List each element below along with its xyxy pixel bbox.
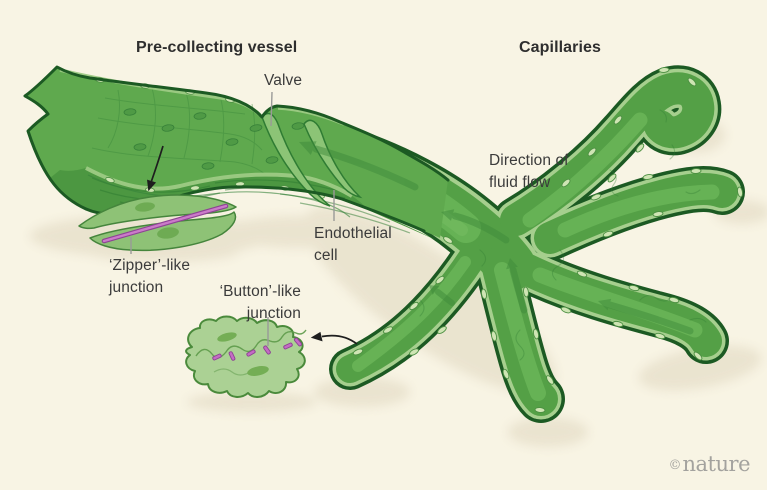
leader-lines <box>130 91 335 346</box>
button-leader-arrow <box>310 331 358 345</box>
copyright-symbol: © <box>668 458 682 473</box>
title-capillaries: Capillaries <box>519 39 602 56</box>
label-endothelial-cell: Endothelial cell <box>314 225 392 264</box>
flow-arrow <box>506 258 528 314</box>
button-junction-buttons <box>212 337 302 361</box>
lumen-cell-borders <box>91 87 267 176</box>
nature-brand: nature <box>682 452 751 476</box>
label-zipper-junction: ‘Zipper’-like junction <box>109 257 191 296</box>
button-junction-inset <box>185 315 307 398</box>
lumen-cell-nuclei <box>123 108 305 170</box>
flow-arrow <box>598 298 694 335</box>
pre-collecting-outline <box>23 65 450 233</box>
leader-line-valve <box>270 91 273 127</box>
button-junction-cells <box>185 315 306 398</box>
label-button-junction: ‘Button’-like junction <box>219 283 301 322</box>
flow-arrows <box>299 141 694 335</box>
label-direction-of-fluid-flow: Direction of fluid flow <box>489 152 569 191</box>
zipper-leader-arrow <box>147 145 164 192</box>
leader-arrows <box>147 145 358 345</box>
flow-arrow <box>299 141 419 191</box>
valve-flaps <box>261 112 363 207</box>
flow-arrow <box>429 285 455 306</box>
zipper-junction-inset <box>78 194 237 252</box>
endothelial-nuclei <box>352 67 743 413</box>
flow-arrow <box>441 209 510 244</box>
nature-credit: ©nature <box>668 452 751 476</box>
title-pre-collecting-vessel: Pre-collecting vessel <box>136 39 298 56</box>
label-valve: Valve <box>264 72 303 89</box>
